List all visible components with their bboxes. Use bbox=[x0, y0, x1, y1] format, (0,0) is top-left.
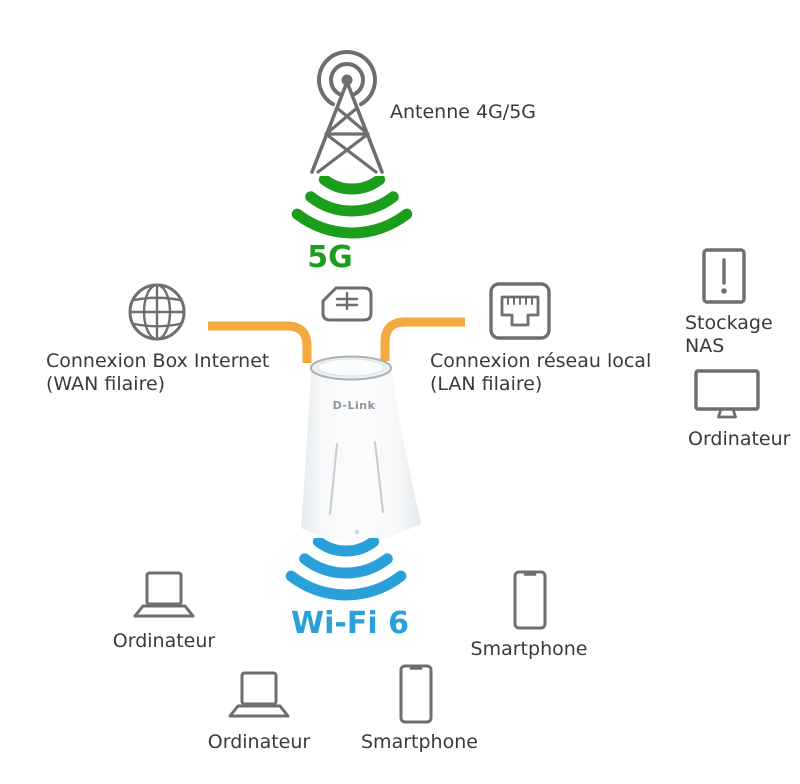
signal-5g-waves-icon bbox=[291, 176, 413, 239]
router-brand-logo: D-Link bbox=[333, 399, 376, 412]
globe-icon bbox=[128, 283, 186, 341]
connector-lines bbox=[208, 317, 465, 363]
cell-tower-icon bbox=[310, 49, 384, 174]
computer-right-label: Ordinateur bbox=[688, 428, 791, 450]
smartphone-icon bbox=[399, 664, 433, 724]
laptop-bottom-label: Ordinateur bbox=[207, 731, 311, 753]
wan-label: Connexion Box Internet (WAN filaire) bbox=[46, 350, 269, 396]
wan-label-line2: (WAN filaire) bbox=[46, 373, 166, 395]
laptop-icon bbox=[133, 571, 195, 618]
smartphone-icon bbox=[513, 570, 547, 630]
sim-card-icon bbox=[321, 286, 373, 322]
phone-right-label: Smartphone bbox=[470, 638, 588, 660]
lan-connector-line bbox=[380, 317, 465, 361]
lan-label-line2: (LAN filaire) bbox=[430, 373, 543, 395]
antenna-label: Antenne 4G/5G bbox=[390, 101, 537, 123]
wifi6-label: Wi-Fi 6 bbox=[291, 606, 409, 641]
router-device: D-Link bbox=[301, 355, 421, 549]
nas-label-line1: Stockage bbox=[685, 312, 773, 334]
laptop-left-label: Ordinateur bbox=[112, 630, 216, 652]
nas-storage-icon bbox=[702, 248, 746, 304]
phone-bottom-label: Smartphone bbox=[361, 731, 478, 753]
lan-label: Connexion réseau local (LAN filaire) bbox=[430, 350, 651, 396]
desktop-monitor-icon bbox=[694, 369, 760, 419]
lan-label-line1: Connexion réseau local bbox=[430, 350, 652, 372]
nas-label: Stockage NAS bbox=[685, 312, 773, 358]
wan-connector-line bbox=[208, 321, 312, 363]
nas-label-line2: NAS bbox=[685, 335, 725, 357]
laptop-icon bbox=[228, 671, 290, 718]
wan-label-line1: Connexion Box Internet bbox=[46, 350, 270, 372]
ethernet-port-icon bbox=[489, 282, 551, 340]
wifi-waves-icon bbox=[285, 538, 407, 601]
signal-5g-label: 5G bbox=[307, 240, 353, 275]
